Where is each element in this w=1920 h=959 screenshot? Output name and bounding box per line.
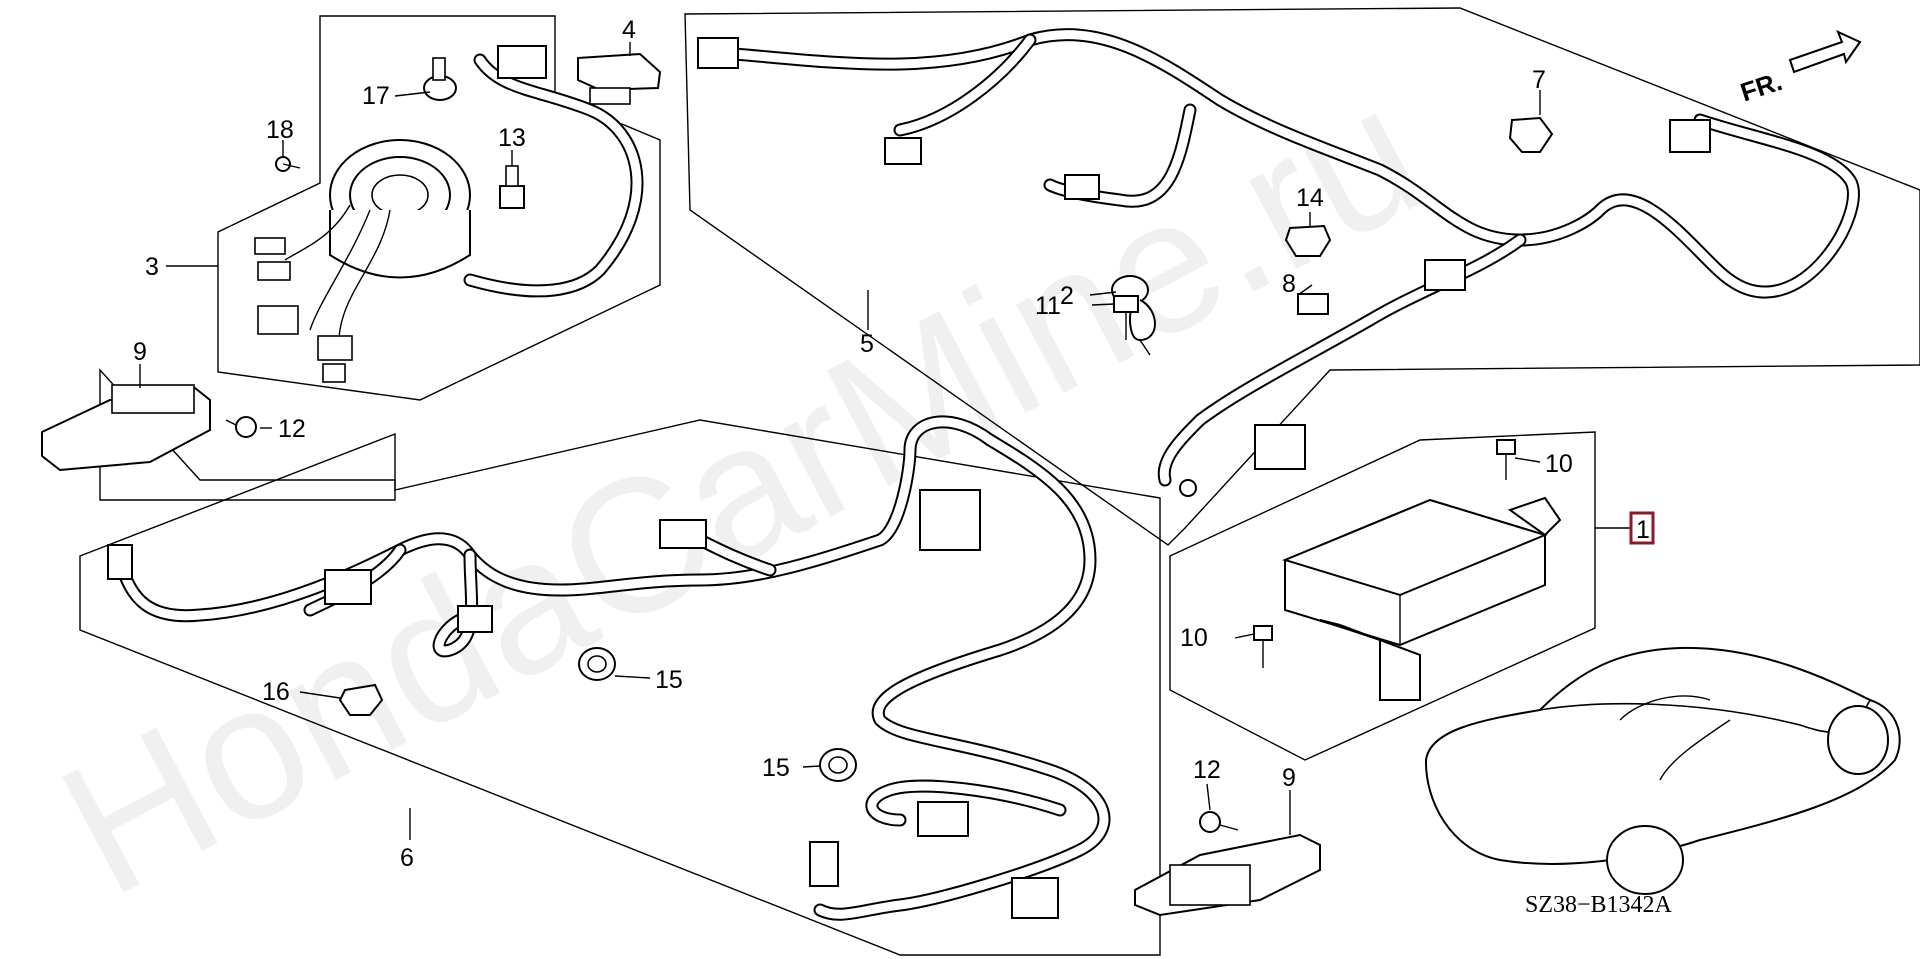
callout-2: 2 — [1060, 282, 1074, 310]
callout-7: 7 — [1532, 66, 1546, 94]
bracket-part-9-right — [1134, 833, 1321, 917]
car-silhouette — [1424, 646, 1901, 895]
clip-part-15-lower — [819, 748, 857, 782]
clip-part-16 — [338, 683, 384, 716]
reel-connector — [497, 45, 547, 79]
harness5-connector-b — [884, 137, 922, 165]
harness6-connector-e — [919, 489, 981, 551]
callout-6: 6 — [400, 844, 414, 872]
callout-15-lower: 15 — [762, 754, 790, 782]
callout-13: 13 — [498, 124, 526, 152]
harness5-connector-d — [1424, 259, 1466, 291]
callout-10-lower: 10 — [1180, 624, 1208, 652]
screw-part-18 — [275, 156, 301, 172]
panel-cable-reel-box — [217, 15, 661, 401]
harness5-connector-f — [1669, 119, 1711, 153]
srs-unit-part-1 — [1282, 496, 1562, 701]
callout-1: 1 — [1636, 516, 1650, 544]
panel-main-harness-box — [684, 7, 1920, 546]
callout-18: 18 — [266, 116, 294, 144]
front-direction-indicator — [1788, 30, 1862, 74]
callout-1-highlight: 1 — [1629, 511, 1655, 545]
callout-4: 4 — [622, 16, 636, 44]
panel-srs-unit-box — [1169, 431, 1596, 761]
cable-reel-part — [254, 139, 471, 383]
callout-11: 11 — [1035, 292, 1061, 320]
panel-floor-harness-box — [79, 419, 1161, 956]
callout-10-upper: 10 — [1545, 450, 1573, 478]
callout-8: 8 — [1282, 270, 1296, 298]
ground-terminal — [1179, 479, 1197, 497]
callout-12-left: 12 — [278, 415, 306, 443]
harness6-connector-d — [659, 519, 707, 549]
harness5-connector-e — [1254, 424, 1306, 470]
diagram-code: SZ38−B1342A — [1525, 892, 1673, 918]
panel-sensor-bracket-box — [99, 368, 396, 501]
harness5-connector-c — [1064, 174, 1100, 200]
harness6-connector-f — [917, 801, 969, 837]
clip-part-7 — [1508, 116, 1554, 153]
harness6-connector-a — [107, 544, 133, 580]
callout-14: 14 — [1296, 184, 1324, 212]
harness6-connector-c — [457, 605, 493, 633]
harness6-connector-h — [1011, 877, 1059, 919]
callout-labels: 3 4 17 18 13 5 2 11 7 14 8 10 10 9 12 16… — [133, 16, 1573, 872]
callout-9-right: 9 — [1282, 764, 1296, 792]
callout-9-left: 9 — [133, 338, 147, 366]
callout-15-upper: 15 — [655, 666, 683, 694]
clip-part-8 — [1297, 293, 1329, 315]
front-direction-label: FR. — [1737, 66, 1786, 107]
clip-part-15-upper — [578, 647, 616, 681]
bolt-part-12-right — [1199, 811, 1239, 833]
callout-5: 5 — [860, 330, 874, 358]
watermark-text: HondaCarMine.ru — [30, 45, 1454, 936]
bolt-part-12-left — [225, 416, 257, 438]
clip-part-14 — [1284, 224, 1332, 257]
harness6-connector-b — [324, 569, 372, 605]
bolt-part-10-upper — [1496, 439, 1516, 480]
harness5-connector-a — [697, 37, 739, 69]
bolt-part-10-lower — [1253, 625, 1273, 668]
bracket-part-4 — [577, 52, 662, 105]
leader-lines — [139, 42, 1630, 840]
clip-part-17 — [423, 57, 457, 101]
callout-16: 16 — [262, 678, 290, 706]
bracket-part-9-left — [41, 384, 211, 472]
harness6-connector-g — [809, 841, 839, 887]
callout-12-right: 12 — [1193, 756, 1221, 784]
clip-part-13 — [499, 165, 525, 209]
callout-3: 3 — [145, 253, 159, 281]
callout-17: 17 — [362, 82, 390, 110]
